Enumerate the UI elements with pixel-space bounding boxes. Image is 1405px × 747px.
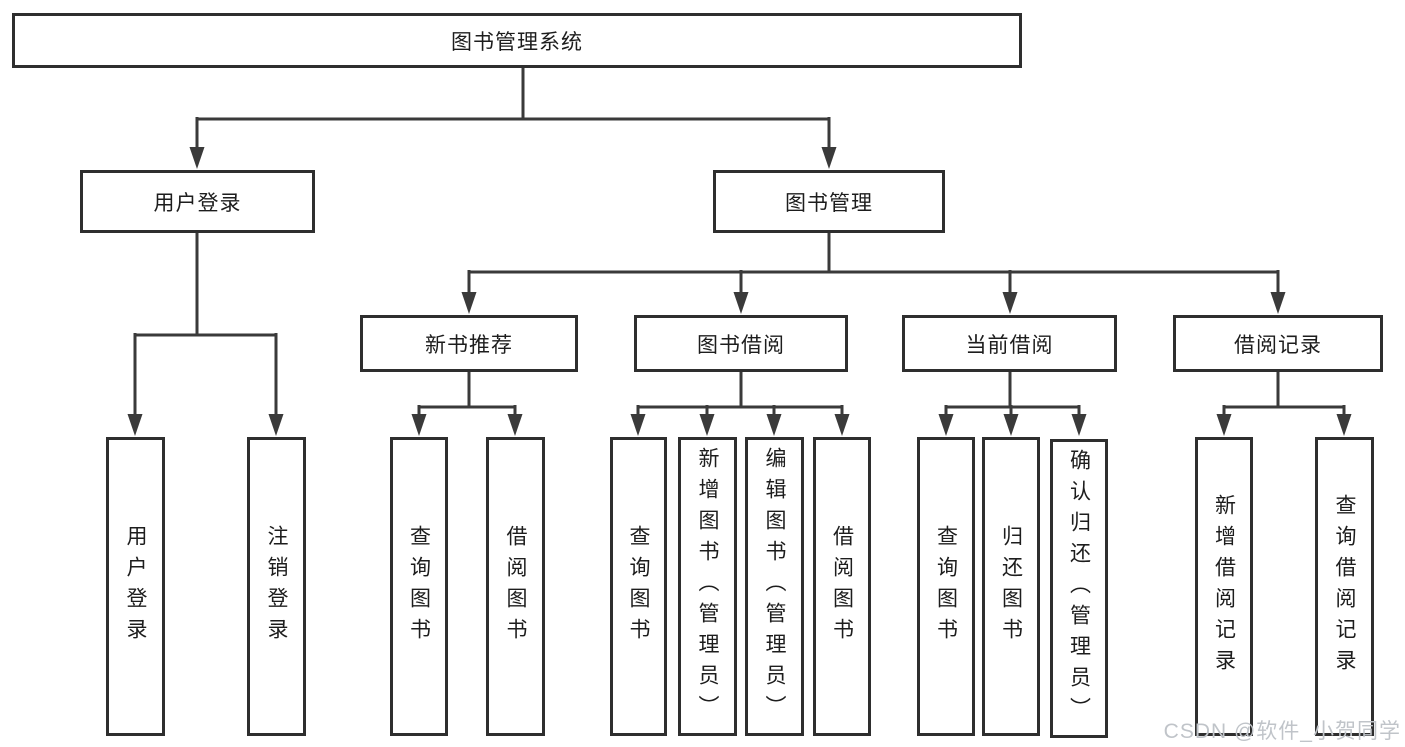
leaf-return-books: 归还图书 — [982, 437, 1040, 736]
csdn-watermark: CSDN @软件_小贺同学 — [1163, 720, 1401, 743]
node-borrow-records-label: 借阅记录 — [1234, 333, 1322, 357]
leaf-borrow-books-1-label: 借阅图书 — [504, 524, 527, 649]
node-book-management-label: 图书管理 — [785, 191, 873, 215]
leaf-add-books-admin-label: 新增图书（管理员） — [696, 447, 719, 726]
node-current-borrow-label: 当前借阅 — [965, 333, 1054, 357]
leaf-query-borrow-record-label: 查询借阅记录 — [1333, 493, 1356, 680]
leaf-return-books-label: 归还图书 — [999, 524, 1023, 649]
leaf-logout-label: 注销登录 — [265, 524, 288, 649]
leaf-edit-books-admin: 编辑图书（管理员） — [745, 437, 804, 736]
leaf-query-books-3-label: 查询图书 — [934, 524, 958, 649]
node-library-system: 图书管理系统 — [12, 13, 1022, 68]
leaf-user-login-label: 用户登录 — [124, 524, 147, 649]
node-book-borrow: 图书借阅 — [634, 315, 848, 372]
leaf-add-books-admin: 新增图书（管理员） — [678, 437, 737, 736]
leaf-logout: 注销登录 — [247, 437, 306, 736]
leaf-query-books-2-label: 查询图书 — [627, 524, 650, 649]
leaf-query-borrow-record: 查询借阅记录 — [1315, 437, 1374, 736]
leaf-query-books-2: 查询图书 — [610, 437, 667, 736]
leaf-query-books-1: 查询图书 — [390, 437, 448, 736]
leaf-borrow-books-2-label: 借阅图书 — [830, 524, 854, 649]
leaf-query-books-3: 查询图书 — [917, 437, 975, 736]
leaf-add-borrow-record: 新增借阅记录 — [1195, 437, 1253, 736]
leaf-add-borrow-record-label: 新增借阅记录 — [1212, 493, 1236, 680]
node-library-system-label: 图书管理系统 — [451, 30, 583, 54]
leaf-query-books-1-label: 查询图书 — [407, 524, 431, 649]
node-borrow-records: 借阅记录 — [1173, 315, 1383, 372]
leaf-confirm-return-admin: 确认归还（管理员） — [1050, 439, 1108, 738]
leaf-user-login: 用户登录 — [106, 437, 165, 736]
node-new-book-recommend-label: 新书推荐 — [425, 333, 513, 357]
node-user-login: 用户登录 — [80, 170, 315, 233]
node-user-login-label: 用户登录 — [153, 191, 242, 215]
node-book-management: 图书管理 — [713, 170, 945, 233]
leaf-borrow-books-1: 借阅图书 — [486, 437, 545, 736]
leaf-edit-books-admin-label: 编辑图书（管理员） — [763, 447, 786, 726]
node-current-borrow: 当前借阅 — [902, 315, 1117, 372]
node-new-book-recommend: 新书推荐 — [360, 315, 578, 372]
leaf-confirm-return-admin-label: 确认归还（管理员） — [1067, 449, 1091, 728]
leaf-borrow-books-2: 借阅图书 — [813, 437, 871, 736]
node-book-borrow-label: 图书借阅 — [697, 333, 785, 357]
